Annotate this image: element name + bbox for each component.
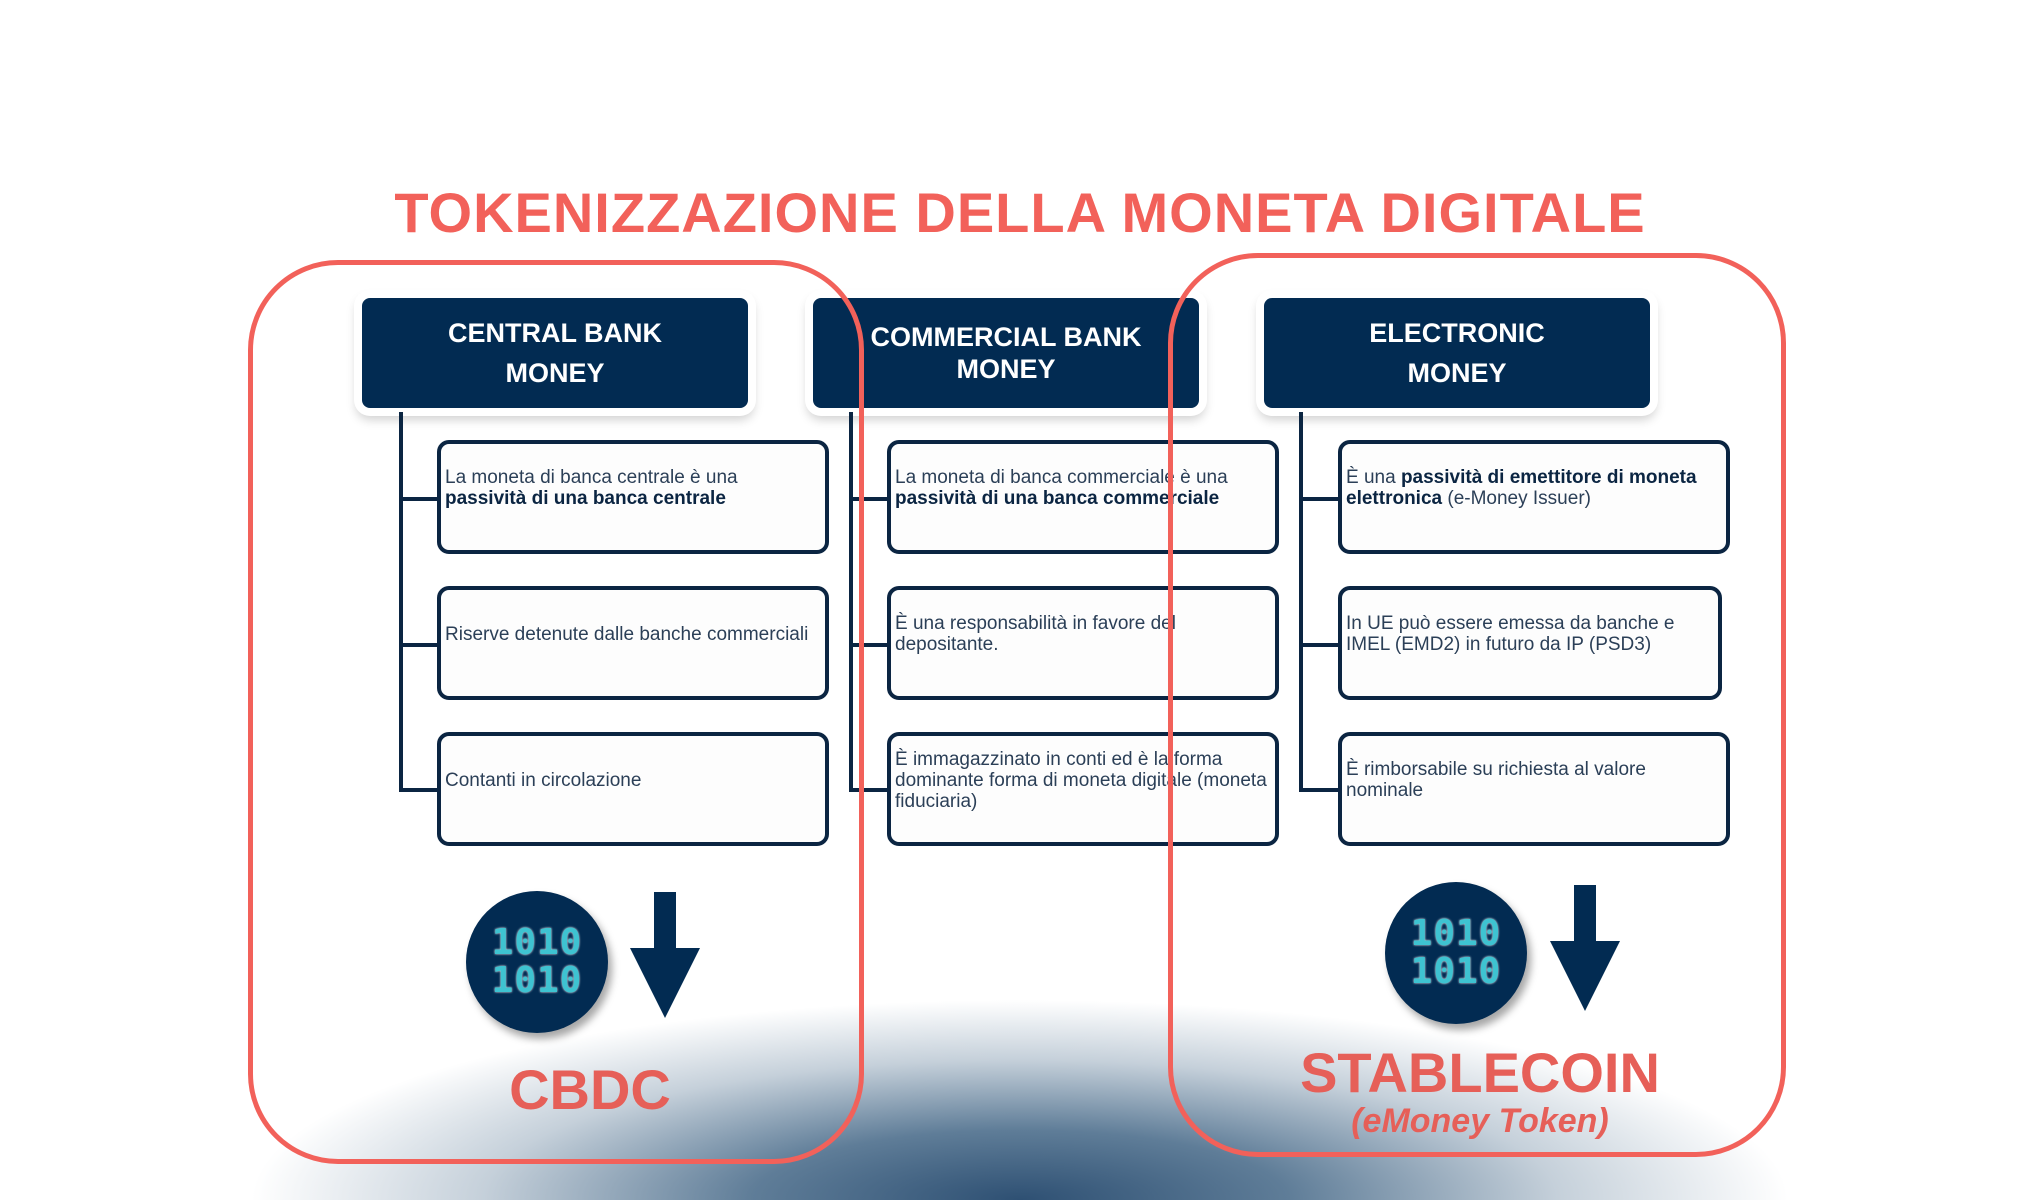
stablecoin-sublabel: (eMoney Token) bbox=[1351, 1102, 1609, 1140]
stablecoin-group-outline bbox=[1168, 253, 1786, 1157]
list-item: È una passività di emettitore di moneta … bbox=[1338, 440, 1730, 554]
stablecoin-label: STABLECOIN bbox=[1300, 1041, 1660, 1104]
header-commercial-bank-money: COMMERCIAL BANK MONEY bbox=[813, 298, 1199, 408]
header-line: MONEY bbox=[505, 358, 605, 388]
arrow-down-icon bbox=[1550, 885, 1620, 1011]
diagram-title: TOKENIZZAZIONE DELLA MONETA DIGITALE bbox=[394, 181, 1646, 244]
header-line: CENTRAL BANK bbox=[448, 318, 662, 348]
tree-branch bbox=[849, 497, 889, 501]
binary-coin-icon: 1010 1010 bbox=[466, 891, 608, 1033]
tree-branch bbox=[399, 788, 439, 792]
tree-connector bbox=[849, 412, 853, 792]
tree-branch bbox=[1299, 643, 1339, 647]
cbdc-group-outline bbox=[248, 260, 864, 1164]
list-item: È immagazzinato in conti ed è la forma d… bbox=[887, 732, 1279, 846]
tree-branch bbox=[399, 497, 439, 501]
background-gradient bbox=[220, 1000, 1820, 1200]
header-electronic-money: ELECTRONIC MONEY bbox=[1264, 298, 1650, 408]
header-line: MONEY bbox=[1407, 358, 1507, 388]
list-item: La moneta di banca centrale è una passiv… bbox=[437, 440, 829, 554]
list-item: La moneta di banca commerciale è una pas… bbox=[887, 440, 1279, 554]
header-line: MONEY bbox=[956, 354, 1056, 384]
tree-branch bbox=[1299, 497, 1339, 501]
list-item: Riserve detenute dalle banche commercial… bbox=[437, 586, 829, 700]
tree-branch bbox=[399, 643, 439, 647]
header-line: COMMERCIAL BANK bbox=[870, 322, 1142, 352]
list-item: In UE può essere emessa da banche e IMEL… bbox=[1338, 586, 1722, 700]
tree-connector bbox=[1299, 412, 1303, 792]
tree-branch bbox=[1299, 788, 1339, 792]
tree-branch bbox=[849, 643, 889, 647]
tree-connector bbox=[399, 412, 403, 792]
binary-coin-icon: 1010 1010 bbox=[1385, 882, 1527, 1024]
header-line: ELECTRONIC bbox=[1369, 318, 1545, 348]
list-item: Contanti in circolazione bbox=[437, 732, 829, 846]
list-item: È rimborsabile su richiesta al valore no… bbox=[1338, 732, 1730, 846]
arrow-down-icon bbox=[630, 892, 700, 1018]
tree-branch bbox=[849, 788, 889, 792]
cbdc-label: CBDC bbox=[509, 1058, 671, 1121]
list-item: È una responsabilità in favore del depos… bbox=[887, 586, 1279, 700]
header-central-bank-money: CENTRAL BANK MONEY bbox=[362, 298, 748, 408]
